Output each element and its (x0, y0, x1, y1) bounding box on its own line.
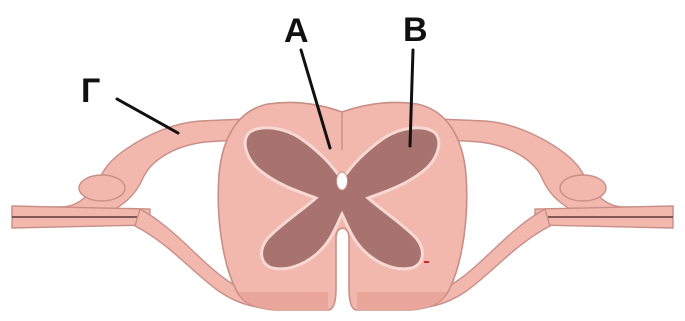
label-a: А (284, 12, 309, 50)
label-b: В (403, 11, 428, 49)
leader-line-g (117, 99, 178, 133)
right-spinal-ganglion (560, 175, 606, 201)
left-spinal-ganglion (79, 175, 125, 201)
right-dorsal-root (435, 119, 673, 216)
central-canal (337, 172, 348, 190)
ventral-column-shading (238, 292, 328, 310)
left-dorsal-root (12, 119, 250, 216)
label-g: Г (81, 72, 100, 110)
